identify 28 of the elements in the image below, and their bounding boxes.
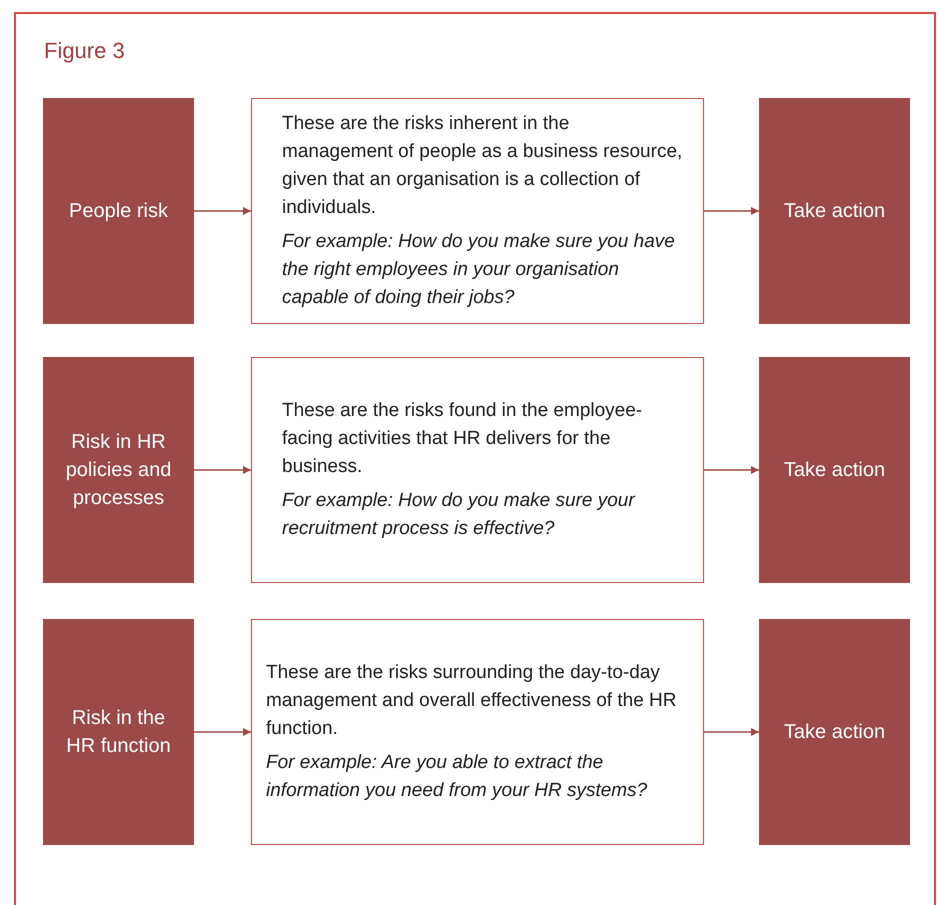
box-label: Risk in HR policies and processes <box>64 430 172 511</box>
description-text: These are the risks inherent in the management of people as a business resource, given that an organisation is a collection of individuals. <box>282 112 683 220</box>
description-box <box>251 98 704 324</box>
box-label: Take action <box>784 458 886 483</box>
arrow <box>704 207 759 215</box>
action-box <box>759 619 910 845</box>
action-box <box>759 357 910 583</box>
risk-category-box <box>43 619 194 845</box>
risk-category-box <box>43 98 194 324</box>
box-label: Risk in the HR function <box>65 706 172 759</box>
description-text: These are the risks found in the employee-facing activities that HR delivers for the business. <box>282 399 644 479</box>
risk-category-box <box>43 357 194 583</box>
example-text: For example: Are you able to extract the information you need from your HR systems? <box>266 751 648 803</box>
action-box <box>759 98 910 324</box>
description-box <box>251 357 704 583</box>
box-label: Take action <box>784 720 886 745</box>
arrow <box>704 466 759 474</box>
box-label: People risk <box>69 199 168 224</box>
arrow <box>704 728 759 736</box>
box-label: Take action <box>784 199 886 224</box>
example-text: For example: How do you make sure your recruitment process is effective? <box>282 489 636 541</box>
example-text: For example: How do you make sure you have the right employees in your organisation capable of doing their jobs? <box>282 230 676 310</box>
arrow <box>194 207 251 215</box>
arrow <box>194 466 251 474</box>
figure-title: Figure 3 <box>44 38 125 64</box>
description-box <box>251 619 704 845</box>
arrow <box>194 728 251 736</box>
description-text: These are the risks surrounding the day-to-day management and overall effectiveness of the HR function. <box>266 661 678 741</box>
